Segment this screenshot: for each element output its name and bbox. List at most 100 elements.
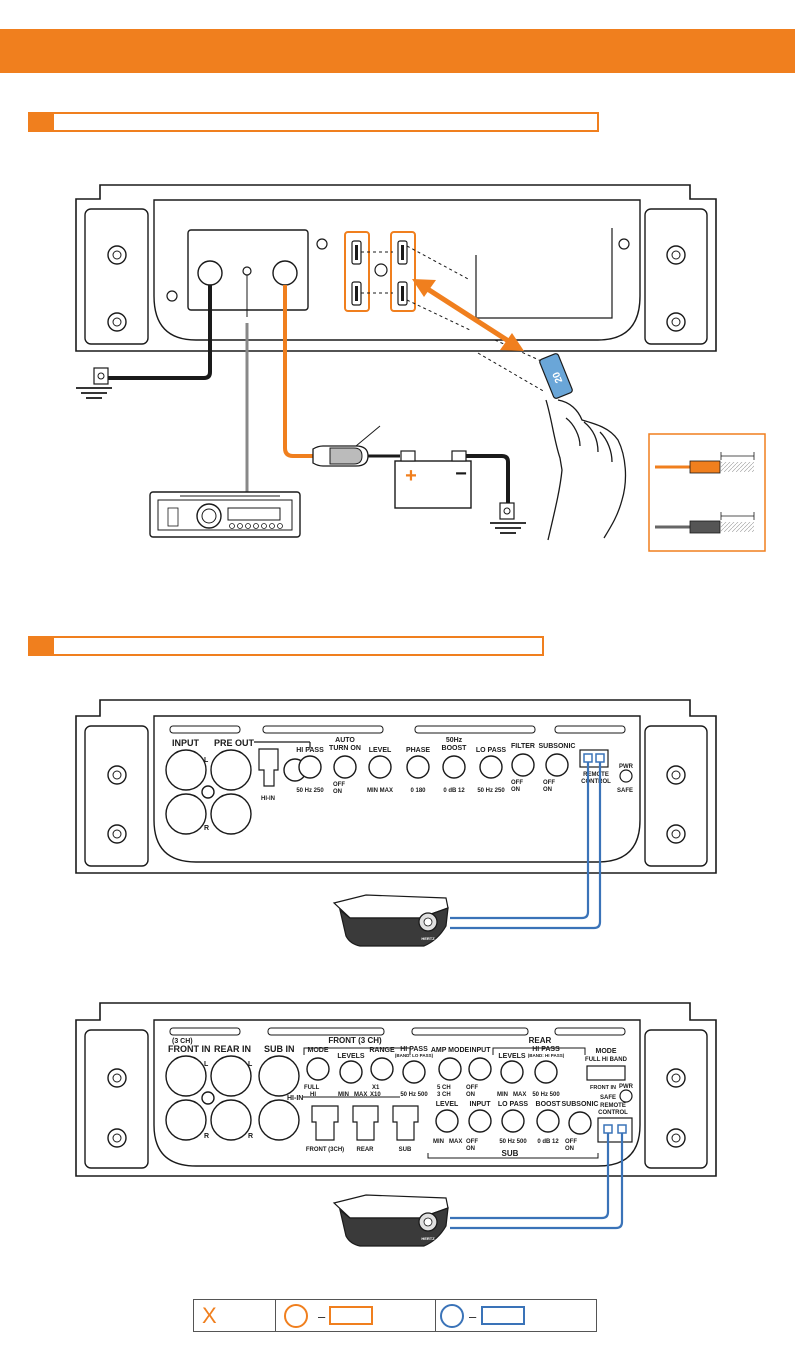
legend-blue-cell: – — [436, 1300, 596, 1331]
label-filter-off: OFF — [511, 780, 523, 786]
label-max: MAX — [354, 1092, 367, 1098]
legend-dash-1: – — [318, 1309, 326, 1324]
scale-phase: 0 180 — [410, 788, 426, 794]
label-remote: REMOTE — [583, 772, 609, 778]
remote-knob-icon: SUB LEVEL HERTZ — [332, 1194, 449, 1247]
label-min: MIN — [338, 1092, 349, 1098]
label-rear: REAR — [356, 1147, 374, 1153]
label-pwr: PWR — [619, 1084, 634, 1090]
label-mode-right: MODE — [596, 1048, 617, 1055]
legend-x-mark: X — [202, 1302, 217, 1328]
label-on-sub: ON — [466, 1146, 475, 1152]
label-subsonic: SUBSONIC — [539, 743, 576, 750]
scale-hi-pass: 50 Hz 500 — [400, 1092, 428, 1098]
remote-knob-brand: HERTZ — [421, 1236, 435, 1241]
label-hi-in: HI-IN — [287, 1095, 303, 1102]
label-subsonic: SUBSONIC — [562, 1101, 599, 1108]
label-levels-rear: LEVELS — [498, 1053, 526, 1060]
label-on: ON — [333, 789, 342, 795]
label-control: CONTROL — [581, 779, 611, 785]
label-on: ON — [466, 1092, 475, 1098]
label-input: INPUT — [172, 738, 200, 748]
label-boost: BOOST — [536, 1101, 562, 1108]
label-hi-pass-rear: HI PASS — [532, 1046, 560, 1053]
label-range: RANGE — [369, 1047, 395, 1054]
scale-hi-pass: 50 Hz 250 — [296, 788, 324, 794]
label-band-hi: (BAND: HI PASS) — [528, 1053, 565, 1058]
legend-orange-cell: – — [276, 1300, 436, 1331]
label-full: FULL — [304, 1085, 320, 1091]
battery-minus-label: − — [455, 463, 467, 485]
label-front-3ch: FRONT (3CH) — [306, 1147, 344, 1153]
section-header-power — [28, 112, 599, 132]
label-pwr: PWR — [619, 764, 634, 770]
label-l-rear: L — [248, 1061, 253, 1068]
label-levels: LEVELS — [337, 1053, 365, 1060]
car-stereo-icon — [149, 491, 301, 538]
label-input: INPUT — [470, 1047, 492, 1054]
ground-wires — [76, 285, 212, 399]
battery-icon: + − — [394, 450, 472, 509]
label-x10: X10 — [370, 1092, 381, 1098]
section-header-remote — [28, 636, 544, 656]
label-safe: SAFE — [600, 1095, 616, 1101]
label-amp-mode: AMP MODE — [431, 1047, 470, 1054]
top-banner — [0, 29, 795, 73]
legend-blue-symbols: – — [440, 1304, 525, 1328]
legend-box: X – – — [193, 1299, 597, 1332]
amplifier-power-panel — [75, 184, 717, 393]
label-l: L — [204, 757, 209, 764]
label-3ch-short: 3 CH — [437, 1092, 451, 1098]
fuse-rating-label: 20 — [551, 370, 566, 385]
label-front-group: FRONT (3 CH) — [328, 1036, 382, 1045]
label-band-lo: (BAND: LO PASS) — [395, 1053, 434, 1058]
fuse-insert-arrow — [412, 279, 524, 351]
remote-knob-label: SUB LEVEL — [414, 1206, 437, 1211]
amplifier-panel-2ch: INPUT PRE OUT L R HI-IN HI PASS 50 Hz 25… — [75, 699, 717, 874]
label-lo-pass: LO PASS — [498, 1101, 529, 1108]
battery-plus-label: + — [405, 465, 417, 487]
label-hi-pass: HI PASS — [296, 747, 324, 754]
label-rear-in: REAR IN — [214, 1044, 251, 1054]
legend-dash-2: – — [469, 1309, 477, 1324]
label-safe: SAFE — [617, 788, 633, 794]
label-auto: AUTO — [335, 737, 355, 744]
scale-lo-pass: 50 Hz 500 — [499, 1139, 527, 1145]
label-mode: MODE — [308, 1047, 329, 1054]
label-mode-right-opts: FULL HI BAND — [585, 1057, 628, 1063]
label-filter-on: ON — [511, 787, 520, 793]
scale-level: MIN MAX — [367, 788, 393, 794]
label-subsonic-on: ON — [543, 787, 552, 793]
label-r-rear: R — [248, 1133, 253, 1140]
remote-knob-icon: SUB LEVEL HERTZ — [332, 894, 449, 947]
label-level: LEVEL — [369, 747, 392, 754]
label-sub-group: SUB — [502, 1149, 519, 1158]
label-min-sub: MIN — [433, 1139, 444, 1145]
label-subsonic-off: OFF — [543, 780, 555, 786]
label-r: R — [204, 825, 209, 832]
scale-lo-pass: 50 Hz 250 — [477, 788, 505, 794]
label-off: OFF — [466, 1085, 478, 1091]
legend-x-cell: X — [194, 1300, 276, 1331]
label-5ch: 5 CH — [437, 1085, 451, 1091]
label-sub-in: SUB IN — [264, 1044, 295, 1054]
section-header-marker — [30, 638, 54, 654]
legend-orange-symbols: – — [284, 1304, 373, 1328]
positive-power-wire — [283, 285, 400, 458]
ground-symbol-battery — [460, 454, 526, 534]
label-front-in: FRONT IN — [168, 1044, 211, 1054]
label-boost: BOOST — [442, 745, 468, 752]
label-pre-out: PRE OUT — [214, 738, 255, 748]
label-off-sub: OFF — [466, 1139, 478, 1145]
label-max-sub: MAX — [449, 1139, 462, 1145]
label-min-rear: MIN — [497, 1092, 508, 1098]
section-header-marker — [30, 114, 54, 130]
label-turn-on: TURN ON — [329, 745, 361, 752]
scale-boost: 0 dB 12 — [443, 788, 465, 794]
label-filter: FILTER — [511, 743, 535, 750]
amplifier-panel-5ch: (3 CH) FRONT IN REAR IN SUB IN L L R R F… — [75, 1002, 717, 1177]
label-lo-pass: LO PASS — [476, 747, 507, 754]
label-input-sub: INPUT — [470, 1101, 492, 1108]
label-hi: HI — [310, 1092, 316, 1098]
